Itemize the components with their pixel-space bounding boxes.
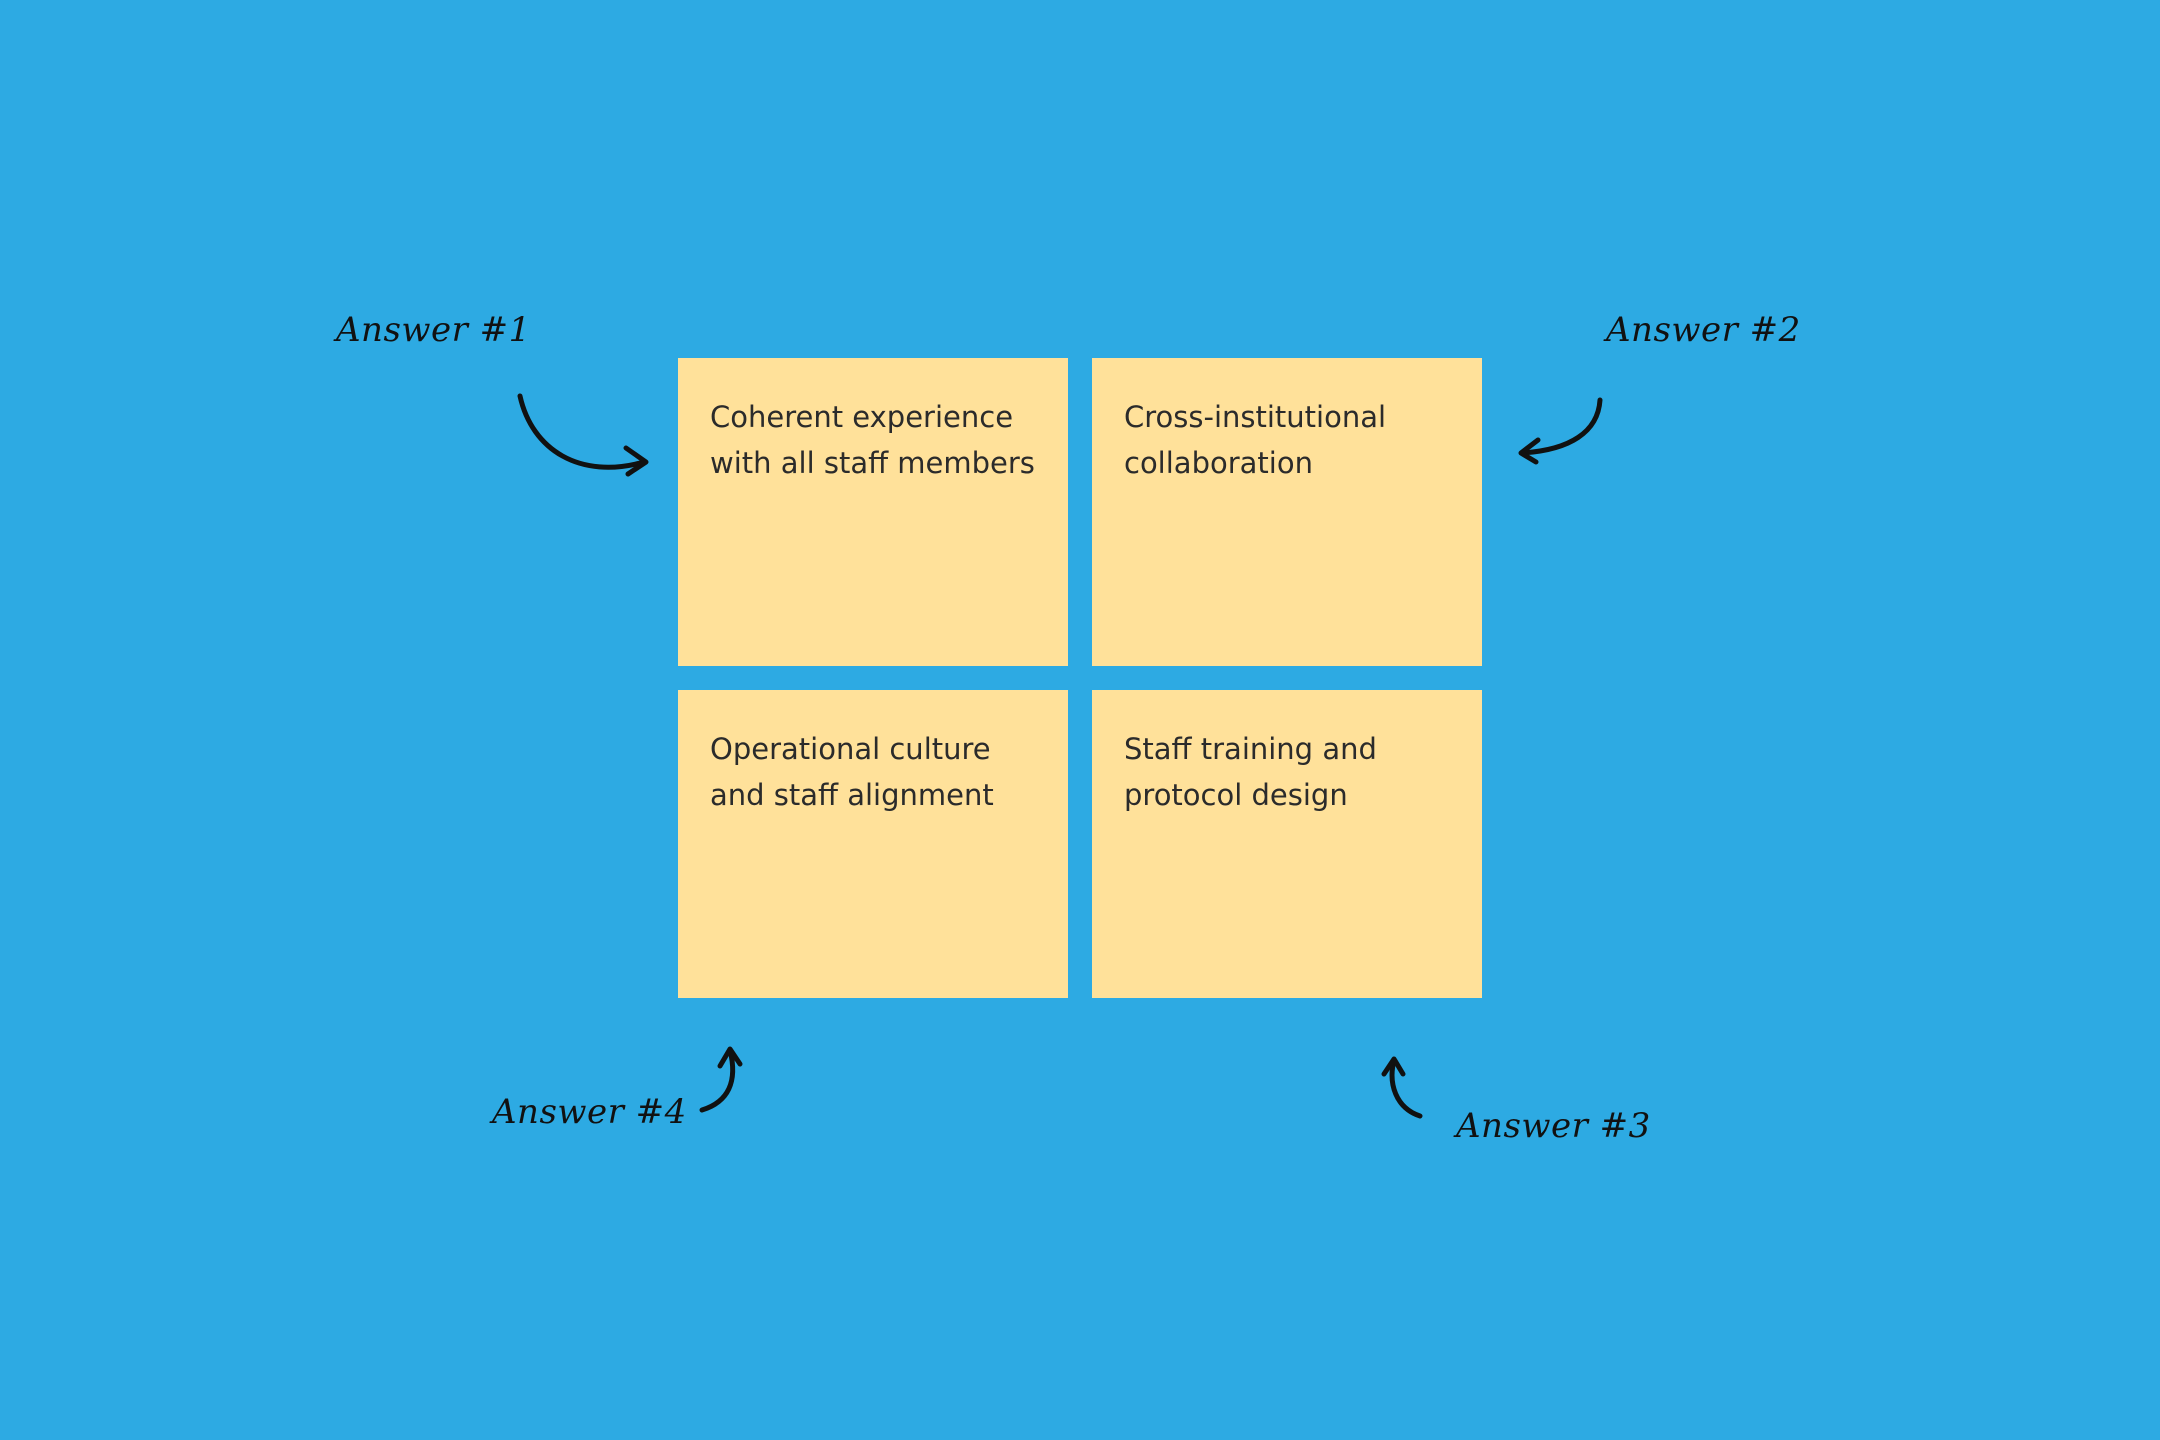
sticky-note-4[interactable]: Staff training and protocol design bbox=[1092, 690, 1482, 998]
sticky-note-text: Coherent experience with all staff membe… bbox=[710, 400, 1035, 480]
sticky-note-2[interactable]: Cross-institutional collaboration bbox=[1092, 358, 1482, 666]
answer-label-1: Answer #1 bbox=[336, 310, 531, 350]
answer-label-4: Answer #4 bbox=[492, 1092, 687, 1132]
sticky-note-1[interactable]: Coherent experience with all staff membe… bbox=[678, 358, 1068, 666]
sticky-note-text: Staff training and protocol design bbox=[1124, 732, 1377, 812]
answer-label-3: Answer #3 bbox=[1456, 1106, 1651, 1146]
sticky-note-text: Cross-institutional collaboration bbox=[1124, 400, 1387, 480]
sticky-note-text: Operational culture and staff alignment bbox=[710, 732, 994, 812]
sticky-note-3[interactable]: Operational culture and staff alignment bbox=[678, 690, 1068, 998]
answer-label-2: Answer #2 bbox=[1606, 310, 1801, 350]
